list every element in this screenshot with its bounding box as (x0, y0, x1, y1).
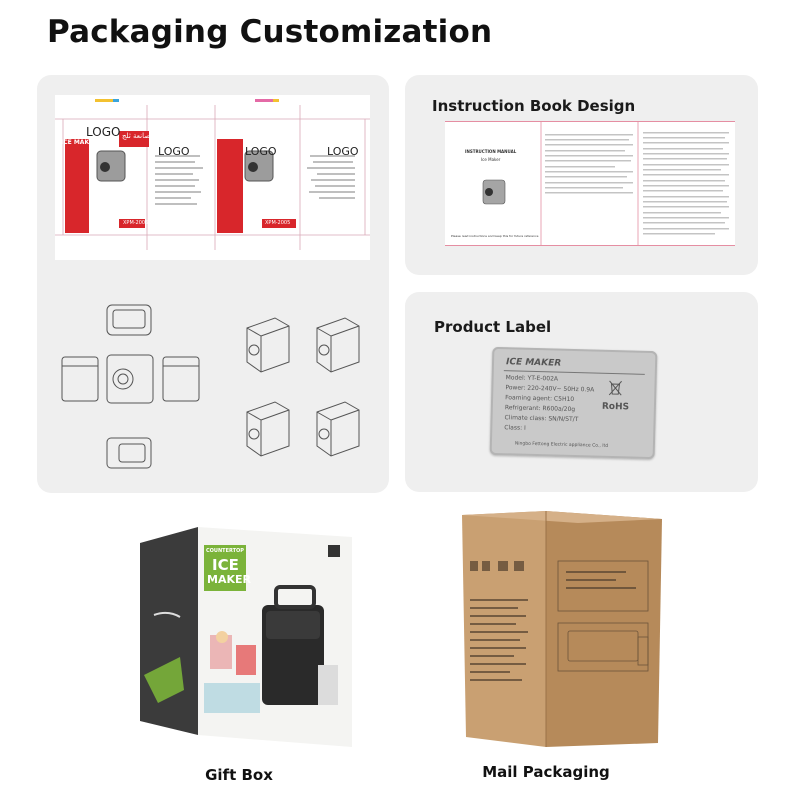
gift-box-title-1: ICE (212, 556, 239, 574)
nameplate-line-2: Power: 220-240V~ 50Hz 0.9A (505, 384, 595, 394)
nameplate-line-5: Climate class: SN/N/ST/T (504, 414, 579, 424)
page-title: Packaging Customization (47, 14, 493, 50)
line-drawings-orthographic (59, 300, 229, 470)
product-label-panel: Product Label ICE MAKER Model: YT-E-002A… (405, 292, 758, 492)
dieline-logo-2: LOGO (158, 145, 190, 158)
nameplate: ICE MAKER Model: YT-E-002A Power: 220-24… (489, 346, 658, 460)
mail-packaging-caption: Mail Packaging (482, 763, 610, 781)
nameplate-line-3: Foaming agent: C5H10 (505, 394, 575, 404)
dieline-logo-4: LOGO (327, 145, 359, 158)
manual-footer: Please read instructions and keep this f… (451, 234, 539, 238)
line-drawings-perspective (237, 310, 377, 470)
instruction-book-spread: INSTRUCTION MANUAL Ice Maker Please read… (445, 121, 735, 246)
gift-box: COUNTERTOP ICE MAKER (140, 525, 352, 750)
instruction-book-panel: Instruction Book Design INSTRUCTION MANU… (405, 75, 758, 275)
dieline-product-name: ICE MAKER (61, 139, 98, 146)
gift-box-caption: Gift Box (205, 766, 273, 784)
box-design-panel: LOGO صانعة ثلج LOGO LOGO LOGO ICE MAKER … (37, 75, 389, 493)
nameplate-title: ICE MAKER (505, 357, 562, 369)
dieline-logo-3: LOGO (245, 145, 277, 158)
nameplate-manufacturer: Ningbo Fettong Electric appliance Co., l… (514, 441, 609, 449)
box-dieline-drawing (55, 95, 370, 260)
rohs-mark: RoHS (601, 401, 630, 413)
nameplate-line-1: Model: YT-E-002A (505, 374, 559, 383)
nameplate-line-4: Refrigerant: R600a/20g (504, 404, 576, 414)
mail-box (458, 511, 666, 751)
manual-subtitle: Ice Maker (481, 157, 501, 162)
gift-box-title-2: MAKER (207, 573, 251, 586)
weee-bin-icon (608, 380, 622, 396)
manual-title: INSTRUCTION MANUAL (465, 149, 517, 154)
box-dieline: LOGO صانعة ثلج LOGO LOGO LOGO ICE MAKER … (55, 95, 370, 260)
nameplate-line-6: Class: I (504, 424, 526, 432)
dieline-model-1: XPM-2005 (123, 220, 149, 226)
dieline-logo-1: LOGO (86, 125, 121, 139)
product-label-label: Product Label (434, 318, 552, 336)
dieline-arabic-name: صانعة ثلج (122, 132, 151, 140)
instruction-book-label: Instruction Book Design (432, 97, 636, 115)
dieline-model-2: XPM-2005 (265, 220, 291, 226)
gift-box-badge: COUNTERTOP (206, 548, 244, 554)
